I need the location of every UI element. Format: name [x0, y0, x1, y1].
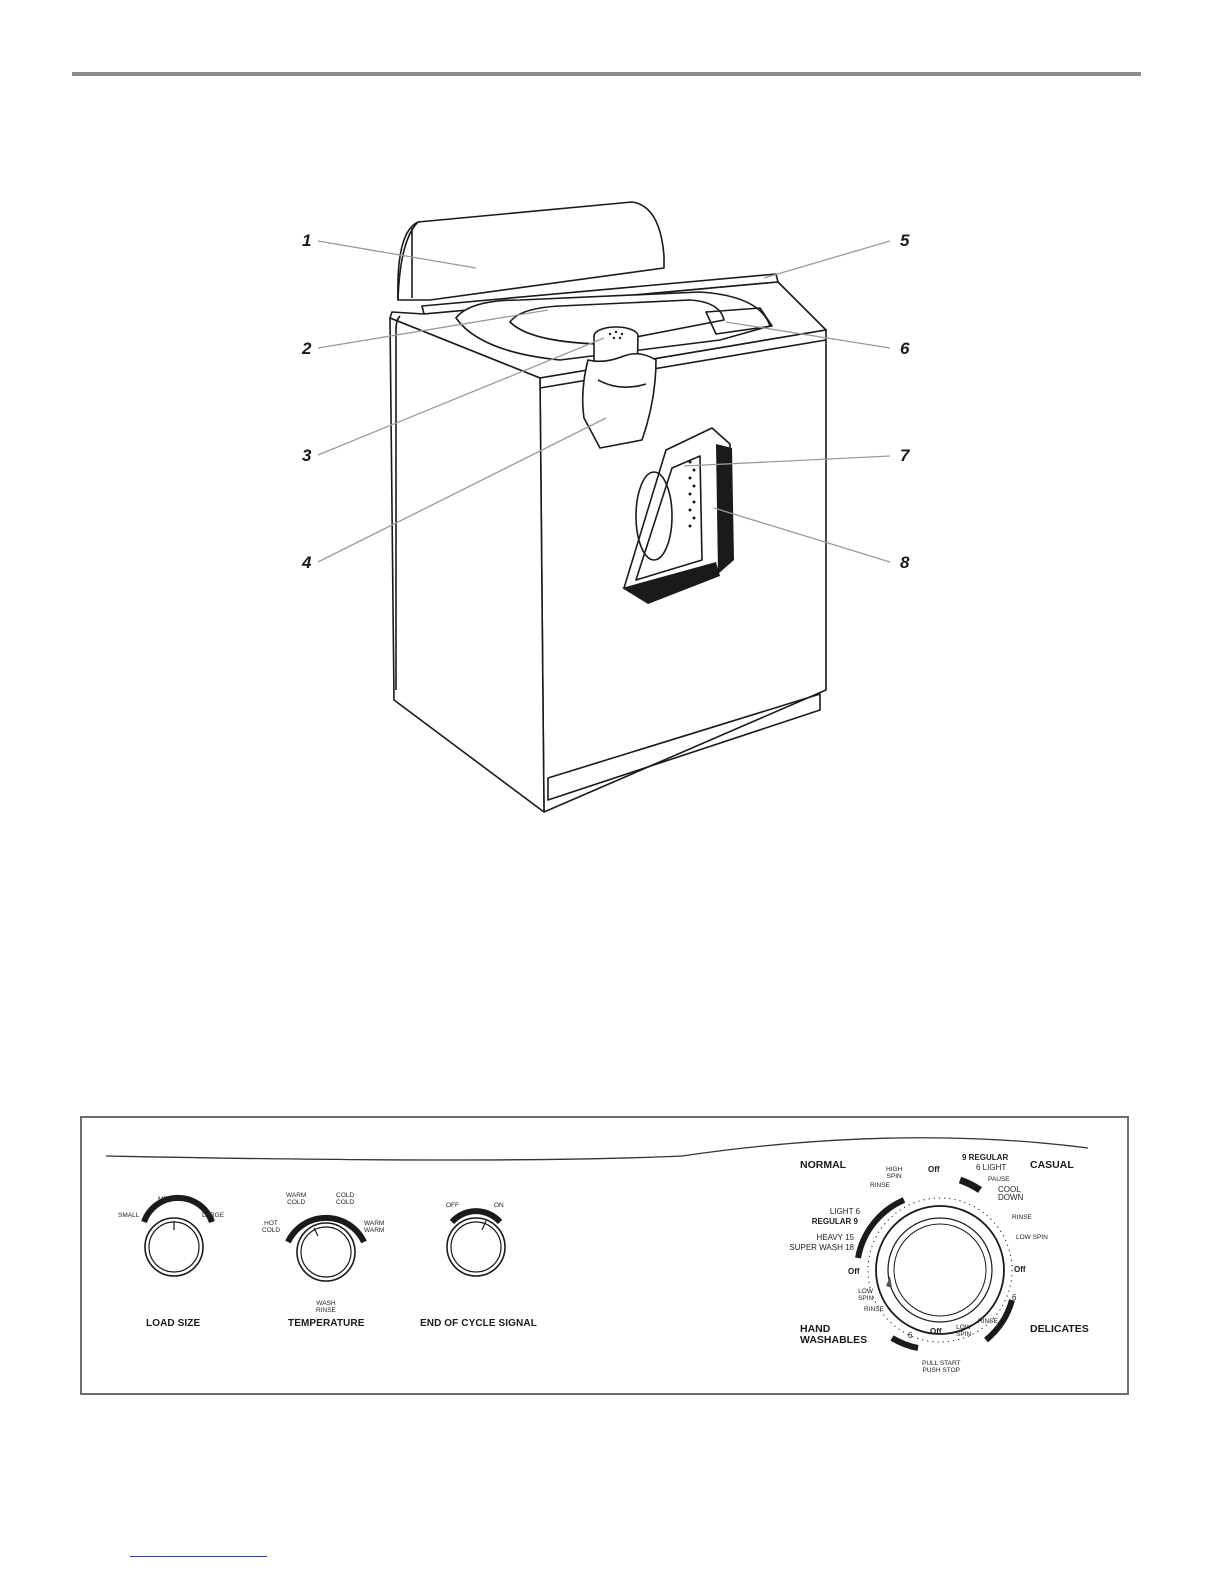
dial-casual-light: 6 LIGHT	[976, 1163, 1007, 1172]
dial-rinse-br: RINSE	[978, 1318, 998, 1325]
callout-4: 4	[302, 553, 312, 572]
dial-heavy-15: HEAVY 15	[816, 1233, 854, 1242]
signal-on: ON	[494, 1202, 504, 1209]
control-panel-graphics	[105, 1137, 1089, 1351]
washer-illustration	[317, 201, 891, 813]
dial-rinse-r: RINSE	[1012, 1214, 1032, 1221]
cycle-delicates: DELICATES	[1030, 1323, 1089, 1335]
load-size-medium: MEDIUM	[158, 1196, 185, 1203]
callout-2: 2	[302, 339, 312, 358]
load-size-large: LARGE	[202, 1212, 225, 1219]
dial-rinse-tl: RINSE	[870, 1182, 890, 1189]
dial-off-bottom: Off	[930, 1327, 942, 1336]
end-of-cycle-title: END OF CYCLE SIGNAL	[420, 1318, 537, 1329]
temperature-title: TEMPERATURE	[288, 1318, 365, 1329]
dial-casual-regular: 9 REGULAR	[962, 1153, 1009, 1162]
cycle-dial-knob	[875, 1205, 1005, 1335]
callout-1: 1	[302, 231, 312, 250]
dial-delicates-6: 6	[1012, 1293, 1017, 1302]
top-rule	[72, 72, 1141, 76]
dial-off-top: Off	[928, 1165, 940, 1174]
callout-5: 5	[900, 231, 910, 250]
dial-off-left: Off	[848, 1267, 860, 1276]
footer-link-underline	[130, 1556, 267, 1557]
callout-7: 7	[900, 446, 910, 465]
load-size-title: LOAD SIZE	[146, 1318, 201, 1329]
cycle-casual: CASUAL	[1030, 1159, 1074, 1171]
signal-off: OFF	[446, 1202, 459, 1209]
callout-6: 6	[900, 339, 910, 358]
dial-regular-9: REGULAR 9	[811, 1217, 858, 1226]
dial-pause: PAUSE	[988, 1176, 1010, 1183]
dial-off-right: Off	[1014, 1265, 1026, 1274]
dial-super-wash-18: SUPER WASH 18	[789, 1243, 854, 1252]
dial-hand-6: 6	[908, 1331, 913, 1340]
load-size-small: SMALL	[118, 1212, 140, 1219]
load-size-knob	[144, 1217, 204, 1277]
dial-rinse-bl: RINSE	[864, 1306, 884, 1313]
dial-low-spin-r: LOW SPIN	[1016, 1234, 1048, 1241]
cycle-normal: NORMAL	[800, 1159, 847, 1171]
dial-light-6: LIGHT 6	[829, 1207, 860, 1216]
callout-8: 8	[900, 553, 910, 572]
end-of-cycle-knob	[446, 1217, 506, 1277]
callout-3: 3	[302, 446, 312, 465]
temperature-knob	[296, 1222, 356, 1282]
